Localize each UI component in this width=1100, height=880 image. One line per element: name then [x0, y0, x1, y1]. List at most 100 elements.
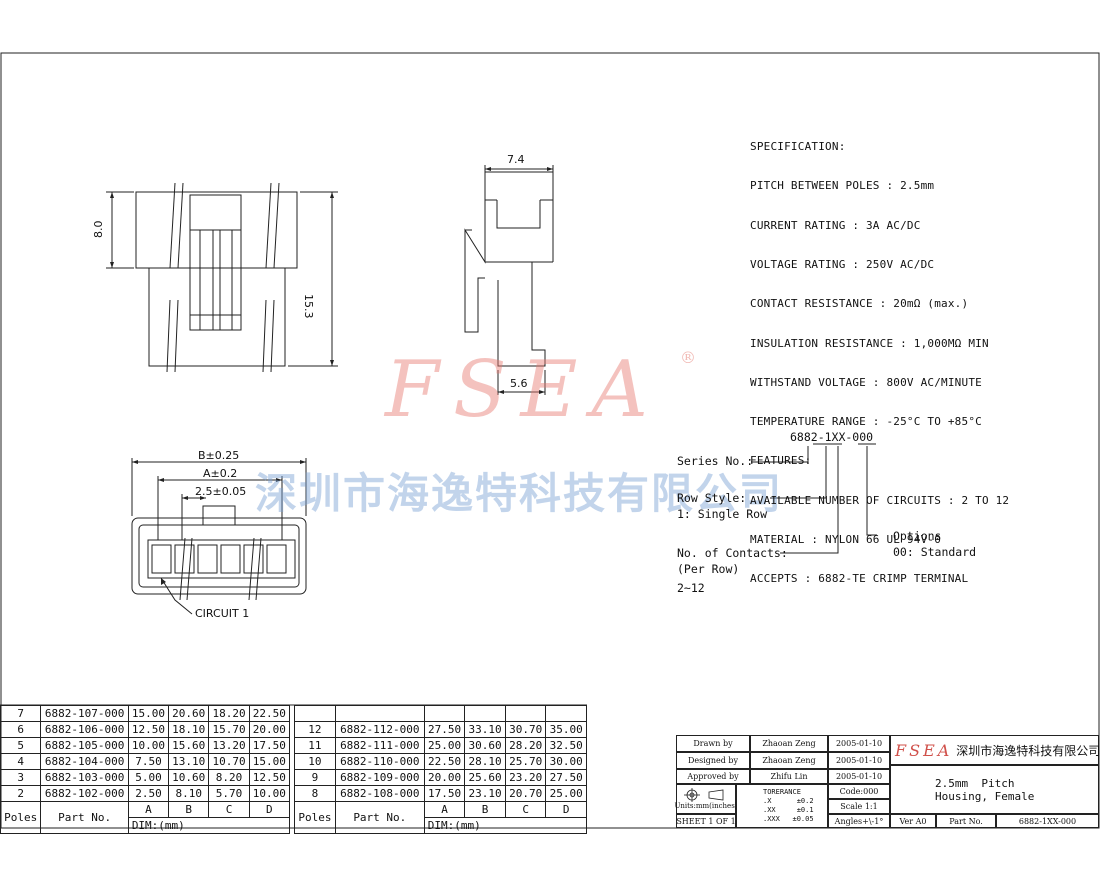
table-header-c: C: [208, 801, 250, 818]
tb-title-line1: 2.5mm Pitch: [935, 776, 1015, 790]
table-cell: 30.70: [504, 721, 547, 738]
table-cell: 20.00: [423, 769, 466, 786]
tb-drawn-name: Zhaoan Zeng: [750, 735, 828, 752]
tb-tolerance: TORERANCE .X ±0.2 .XX ±0.1 .XXX ±0.05: [736, 784, 828, 828]
table-cell: 6882-107-000: [40, 705, 129, 722]
table-cell: 17.50: [423, 785, 466, 802]
spec-line: AVAILABLE NUMBER OF CIRCUITS : 2 TO 12: [750, 493, 1010, 507]
table-cell: 20.60: [168, 705, 210, 722]
table-cell: 6882-111-000: [334, 737, 425, 754]
dim-front-total: 15.3: [302, 294, 315, 319]
table-cell-empty: [504, 705, 547, 722]
tb-tolerance-title: TORERANCE: [763, 788, 801, 796]
table-cell: 6882-106-000: [40, 721, 129, 738]
table-cell: 18.20: [208, 705, 250, 722]
tb-angles: Angles+\-1°: [828, 814, 890, 828]
watermark-registered: ®: [680, 348, 696, 367]
tb-drawn-label: Drawn by: [676, 735, 750, 752]
table-cell: 12.50: [127, 721, 170, 738]
spec-line: CURRENT RATING : 3A AC/DC: [750, 218, 921, 232]
table-header-c: C: [504, 801, 547, 818]
table-header-a: A: [423, 801, 466, 818]
table-cell: 17.50: [248, 737, 291, 754]
tb-approved-label: Approved by: [676, 769, 750, 784]
table-cell: 25.00: [423, 737, 466, 754]
table-header-dim: DIM:(mm): [127, 817, 291, 834]
pn-row-style-value: 1: Single Row: [677, 507, 768, 521]
dim-side-width: 7.4: [507, 153, 525, 166]
table-cell: 6882-102-000: [40, 785, 129, 802]
table-header-dim: DIM:(mm): [423, 817, 588, 834]
table-cell: 6882-109-000: [334, 769, 425, 786]
table-header-d: D: [248, 801, 291, 818]
side-view: [464, 165, 554, 395]
table-cell: 13.20: [208, 737, 250, 754]
watermark-logo: FSEA: [385, 345, 662, 435]
table-cell: 10.70: [208, 753, 250, 770]
tb-designed-date: 2005-01-10: [828, 752, 890, 769]
tb-approved-date: 2005-01-10: [828, 769, 890, 784]
table-cell: 8.10: [168, 785, 210, 802]
tb-company: 深圳市海逸特科技有限公司: [956, 743, 1100, 758]
pn-row-style: Row Style:: [677, 491, 747, 505]
table-header-poles: Poles: [0, 801, 42, 834]
table-cell: 9: [294, 769, 336, 786]
pn-leaders: [751, 443, 877, 554]
table-cell-empty: [334, 705, 425, 722]
pn-range: 2~12: [677, 581, 705, 595]
dim-a: A±0.2: [203, 467, 238, 480]
table-cell: 15.60: [168, 737, 210, 754]
tb-approved-name: Zhifu Lin: [750, 769, 828, 784]
table-header-part: Part No.: [334, 801, 425, 834]
dim-b: B±0.25: [198, 449, 240, 462]
table-header-row: DIM:(mm): [295, 817, 588, 834]
table-cell: 6: [0, 721, 42, 738]
table-cell: 15.70: [208, 721, 250, 738]
table-cell-empty: [294, 705, 336, 722]
table-cell: 28.20: [504, 737, 547, 754]
tb-designed-name: Zhaoan Zeng: [750, 752, 828, 769]
table-cell: 10.60: [168, 769, 210, 786]
table-cell: 12.50: [248, 769, 291, 786]
pn-code: 6882-1XX-000: [790, 430, 874, 444]
tb-drawn-date: 2005-01-10: [828, 735, 890, 752]
arrowheads: [110, 167, 553, 585]
tb-tol-x: .X ±0.2: [763, 797, 814, 805]
table-cell: 4: [0, 753, 42, 770]
dim-side-bottom: 5.6: [510, 377, 528, 390]
table-cell: 5.00: [127, 769, 170, 786]
table-cell: 15.00: [248, 753, 291, 770]
pn-contacts: No. of Contacts:: [677, 546, 788, 560]
table-cell: 2: [0, 785, 42, 802]
spec-line: WITHSTAND VOLTAGE : 800V AC/MINUTE: [750, 375, 982, 389]
table-cell: 30.00: [545, 753, 587, 770]
pn-per-row: (Per Row): [677, 562, 740, 576]
tb-title: 2.5mm Pitch Housing, Female: [890, 765, 1099, 814]
pn-options-value: 00: Standard: [893, 545, 977, 559]
tb-logo: FSEA: [895, 740, 953, 760]
table-header-a: A: [127, 801, 170, 818]
tb-scale: Scale 1:1: [828, 799, 890, 814]
table-cell: 18.10: [168, 721, 210, 738]
spec-line: CONTACT RESISTANCE : 20mΩ (max.): [750, 297, 969, 311]
tb-part-label: Part No.: [936, 814, 996, 828]
table-header-poles: Poles: [294, 801, 336, 834]
spec-line: PITCH BETWEEN POLES : 2.5mm: [750, 179, 935, 193]
tb-part-value: 6882-1XX-000: [996, 814, 1099, 828]
tb-designed-label: Designed by: [676, 752, 750, 769]
spec-line: TEMPERATURE RANGE : -25°C TO +85°C: [750, 415, 982, 429]
table-cell: 35.00: [545, 721, 587, 738]
table-header-row: DIM:(mm): [1, 817, 291, 834]
table-header-d: D: [545, 801, 587, 818]
table-cell: 6882-104-000: [40, 753, 129, 770]
tb-sheet: SHEET 1 OF 1: [676, 814, 736, 828]
table-cell-empty: [464, 705, 506, 722]
